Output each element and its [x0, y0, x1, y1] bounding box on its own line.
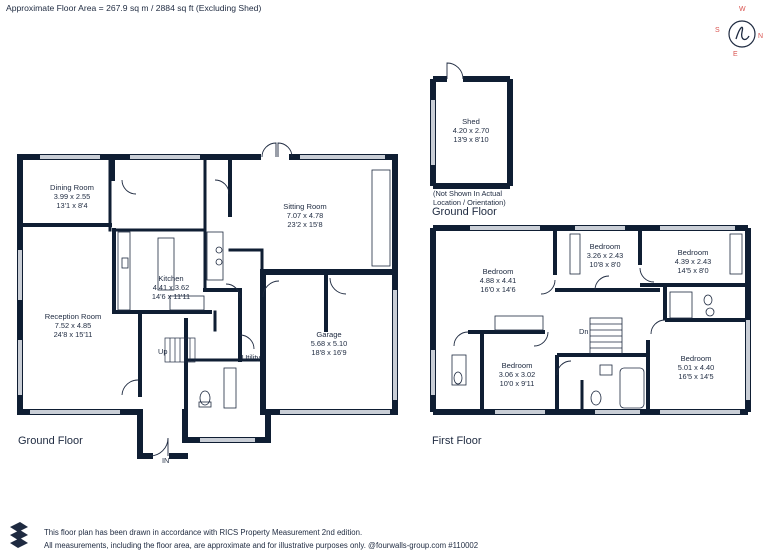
room-label-bedroom-4: Bedroom 3.06 x 3.02 10'0 x 9'11 — [499, 361, 536, 388]
compass-west-label: W — [739, 6, 746, 13]
shed-note-line2: Location / Orientation) — [433, 198, 506, 207]
room-imperial: 10'0 x 9'11 — [499, 379, 535, 388]
room-label-reception: Reception Room 7.52 x 4.85 24'8 x 15'11 — [45, 312, 102, 339]
floor-area-header: Approximate Floor Area = 267.9 sq m / 28… — [6, 3, 262, 13]
compass-south-label: S — [715, 27, 720, 34]
compass: W S N E — [715, 6, 766, 60]
room-name: Bedroom — [680, 354, 712, 363]
room-label-bedroom-1: Bedroom 4.88 x 4.41 16'0 x 14'6 — [480, 267, 517, 294]
room-name: Utility — [241, 353, 261, 362]
compass-east-label: E — [733, 51, 738, 58]
stairs-up-label: Up — [158, 347, 168, 356]
room-imperial: 13'9 x 8'10 — [453, 135, 489, 144]
compass-north-label: N — [758, 33, 764, 40]
first-floor-windows — [431, 226, 750, 414]
room-metric: 7.52 x 4.85 — [54, 321, 92, 330]
room-imperial: 10'8 x 8'0 — [589, 260, 621, 269]
room-name: Bedroom — [677, 248, 709, 257]
room-label-bedroom-5: Bedroom 5.01 x 4.40 16'5 x 14'5 — [678, 354, 715, 381]
room-name: Bedroom — [482, 267, 514, 276]
room-label-utility: Utility — [242, 353, 261, 362]
room-metric: 4.39 x 2.43 — [674, 257, 712, 266]
room-label-kitchen: Kitchen 4.41 x 3.62 14'6 x 11'11 — [152, 274, 190, 301]
room-label-garage: Garage 5.68 x 5.10 18'8 x 16'9 — [311, 330, 348, 357]
kitchen-fittings — [117, 169, 391, 311]
ground-stairs — [164, 337, 196, 363]
first-floor-title: First Floor — [432, 435, 482, 447]
room-name: Garage — [316, 330, 342, 339]
shed-note-line1: (Not Shown In Actual — [433, 189, 503, 198]
room-imperial: 16'0 x 14'6 — [480, 285, 516, 294]
room-metric: 4.41 x 3.62 — [152, 283, 190, 292]
ground-floor-windows — [18, 155, 397, 442]
room-imperial: 14'6 x 11'11 — [151, 292, 191, 301]
room-name: Kitchen — [158, 274, 184, 283]
room-imperial: 16'5 x 14'5 — [678, 372, 714, 381]
room-name: Bedroom — [589, 242, 621, 251]
room-metric: 4.20 x 2.70 — [452, 126, 490, 135]
first-floor-doors — [453, 267, 666, 376]
first-floor-fittings — [451, 233, 743, 409]
room-name: Bedroom — [501, 361, 533, 370]
shed-door — [446, 62, 464, 80]
room-name: Sitting Room — [283, 202, 327, 211]
fourwalls-logo-icon — [6, 521, 32, 551]
room-imperial: 23'2 x 15'8 — [287, 220, 323, 229]
ground-floor-title: Ground Floor — [18, 435, 83, 447]
room-metric: 5.01 x 4.40 — [677, 363, 715, 372]
room-label-bedroom-2: Bedroom 3.26 x 2.43 10'8 x 8'0 — [587, 242, 624, 269]
footer-disclaimer-line1: This floor plan has been drawn in accord… — [44, 528, 363, 537]
room-metric: 3.26 x 2.43 — [586, 251, 624, 260]
stairs-down-label: Dn — [579, 327, 589, 336]
footer-disclaimer-line2: All measurements, including the floor ar… — [44, 541, 479, 550]
shed-floor-title: Ground Floor — [432, 206, 497, 218]
room-label-dining: Dining Room 3.99 x 2.55 13'1 x 8'4 — [50, 183, 94, 210]
room-metric: 3.06 x 3.02 — [498, 370, 536, 379]
ground-floor-doors — [121, 142, 347, 457]
ground-wc — [198, 367, 237, 409]
room-name: Shed — [462, 117, 480, 126]
room-imperial: 13'1 x 8'4 — [56, 201, 88, 210]
room-imperial: 24'8 x 15'11 — [53, 330, 93, 339]
room-label-sitting: Sitting Room 7.07 x 4.78 23'2 x 15'8 — [283, 202, 326, 229]
entrance-label: IN — [162, 456, 170, 465]
room-metric: 5.68 x 5.10 — [310, 339, 348, 348]
room-label-bedroom-3: Bedroom 4.39 x 2.43 14'5 x 8'0 — [675, 248, 712, 275]
room-metric: 7.07 x 4.78 — [286, 211, 324, 220]
room-metric: 3.99 x 2.55 — [53, 192, 91, 201]
room-name: Dining Room — [50, 183, 94, 192]
room-imperial: 18'8 x 16'9 — [311, 348, 347, 357]
room-label-shed: Shed 4.20 x 2.70 13'9 x 8'10 — [453, 117, 490, 144]
room-metric: 4.88 x 4.41 — [479, 276, 517, 285]
shed-walls — [430, 76, 513, 189]
room-name: Reception Room — [44, 312, 102, 321]
room-imperial: 14'5 x 8'0 — [677, 266, 709, 275]
compass-rose-icon — [728, 20, 756, 48]
